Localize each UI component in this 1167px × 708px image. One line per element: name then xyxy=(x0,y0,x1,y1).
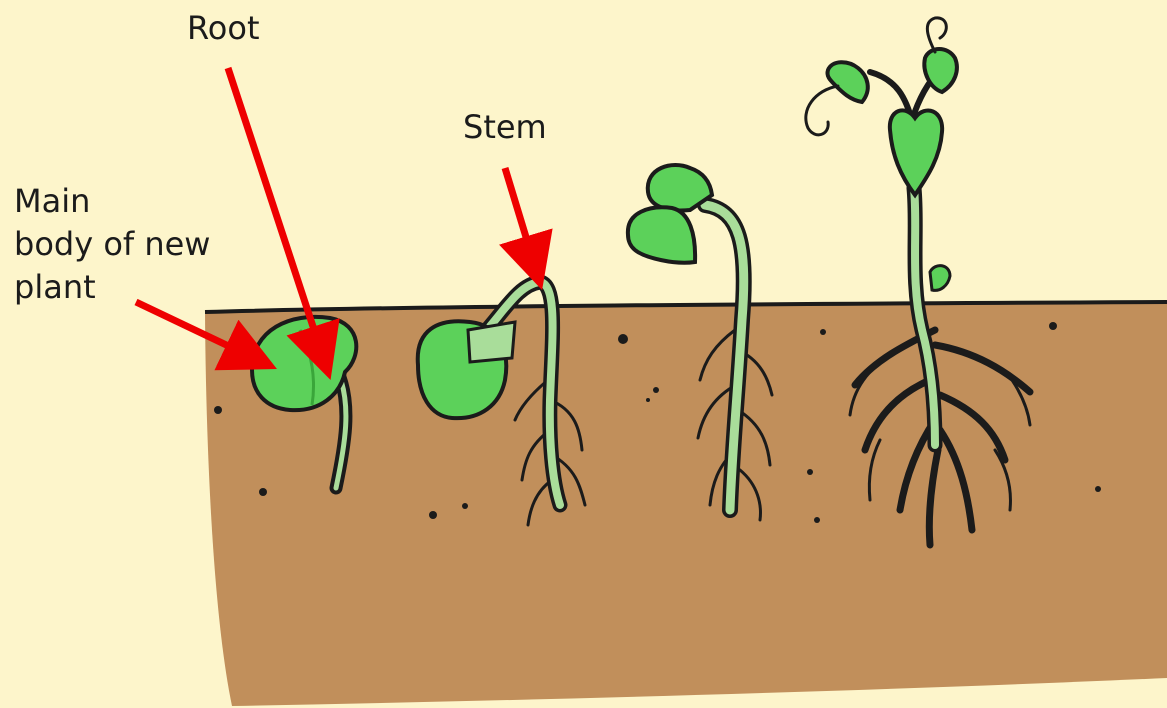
stage-4-leaf-left xyxy=(827,62,867,102)
stage-4-leaf-main xyxy=(890,110,942,195)
stage-3-leaf-top xyxy=(648,165,712,210)
stage-2-stem-base xyxy=(468,322,515,362)
main-body-label-line-3: plant xyxy=(14,266,210,309)
main-body-label: Main body of new plant xyxy=(14,180,210,309)
stem-label: Stem xyxy=(463,106,547,149)
stem-arrow xyxy=(505,168,536,270)
stage-4-tendril-left xyxy=(806,86,838,135)
main-body-label-line-2: body of new xyxy=(14,223,210,266)
root-label: Root xyxy=(187,7,260,50)
stage-3-leaf-bottom xyxy=(628,207,695,262)
stage-4-tendril-top xyxy=(927,18,946,52)
main-body-label-line-1: Main xyxy=(14,180,210,223)
stage-4-leaf-small xyxy=(930,266,950,291)
